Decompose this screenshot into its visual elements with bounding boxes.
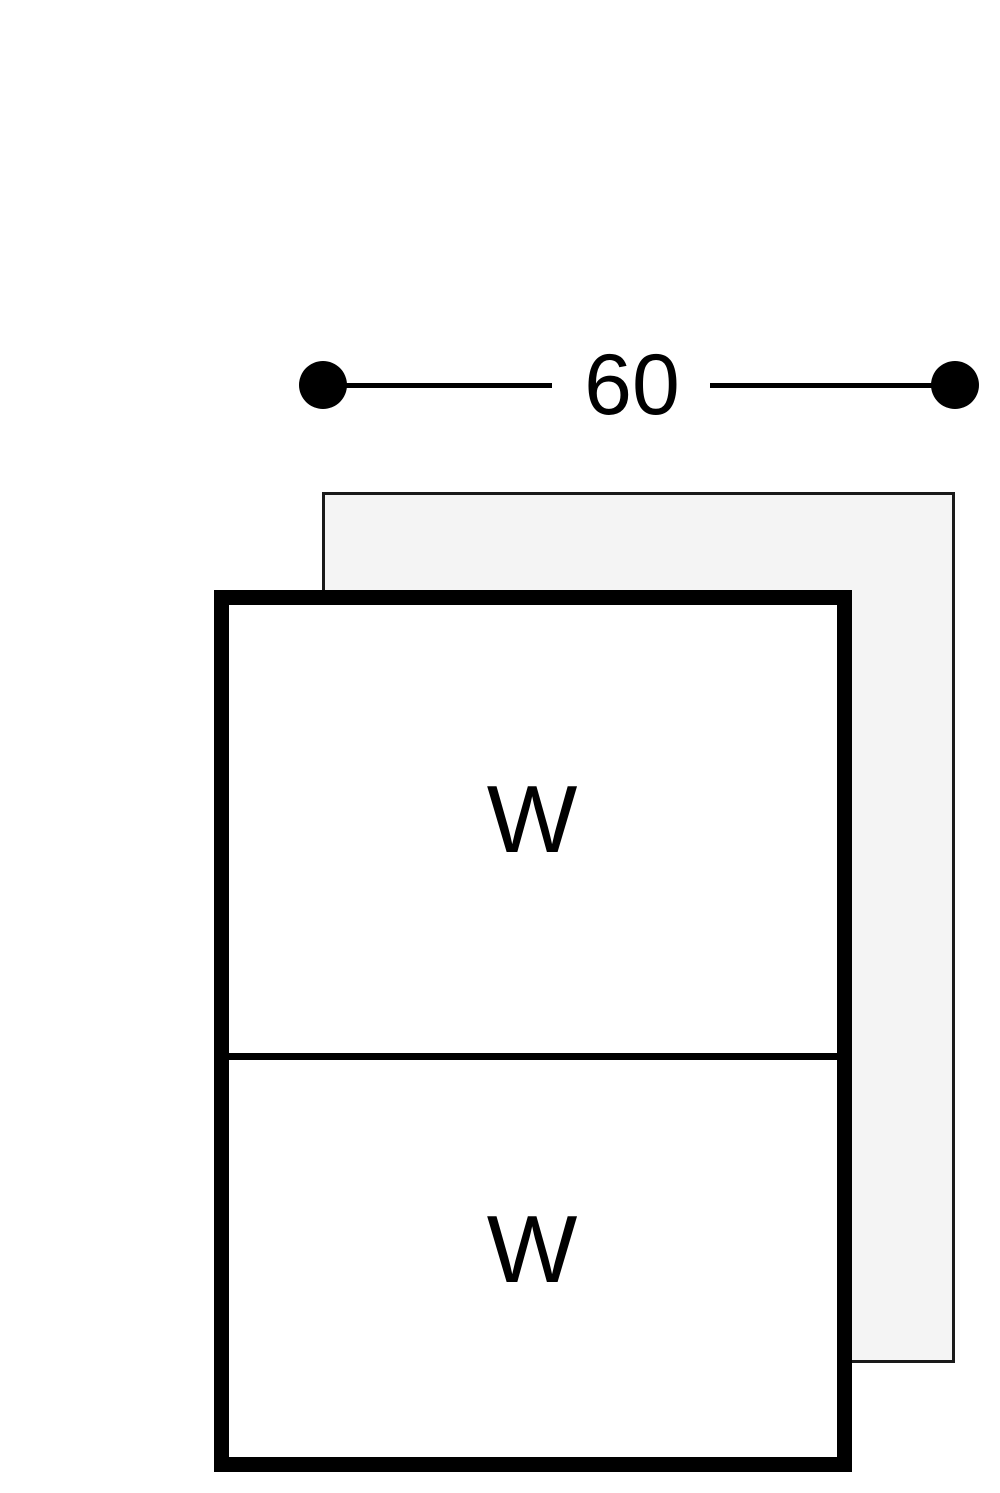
dimension-left-endpoint-dot xyxy=(299,361,347,409)
lower-sash-label: W xyxy=(486,1196,578,1303)
dimension-value-label: 60 xyxy=(584,337,680,433)
dimension-right-line xyxy=(710,383,933,388)
upper-sash-label: W xyxy=(486,766,578,873)
window-unit xyxy=(214,590,852,1472)
sash-divider xyxy=(229,1053,837,1060)
dimension-left-line xyxy=(345,383,552,388)
dimension-right-endpoint-dot xyxy=(931,361,979,409)
